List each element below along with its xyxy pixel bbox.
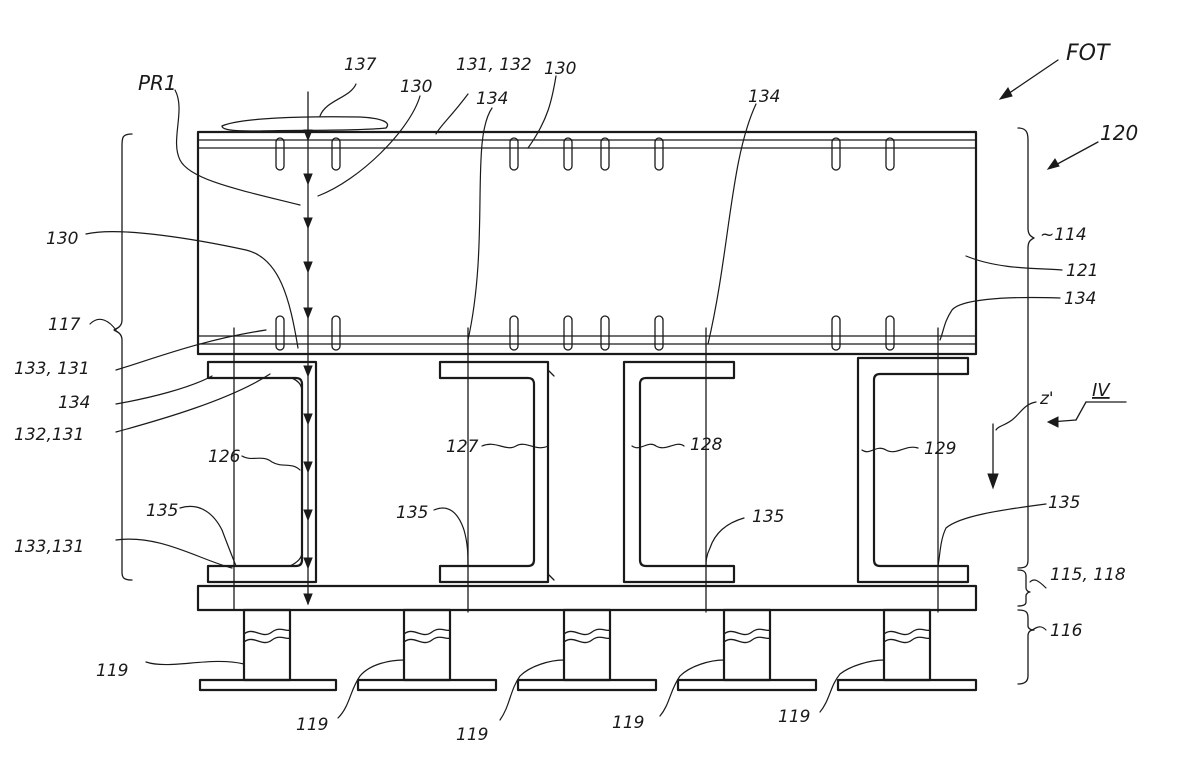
fot-arrow [998,59,1059,100]
label-120: 120 [1100,121,1138,145]
label-117: 117 [48,315,81,335]
c-profile-127 [438,360,555,584]
label-119-d: 119 [612,713,644,733]
label-135-a: 135 [146,501,178,521]
z-arrow [987,423,999,490]
leg-1 [198,608,338,692]
label-135-c: 135 [752,507,784,527]
label-114: ~114 [1040,225,1087,245]
label-134-top-right: 134 [748,87,780,107]
legs [198,608,978,692]
label-121: 121 [1066,261,1098,281]
arrow-120 [1046,141,1099,170]
pr1-line [303,91,313,606]
label-119-e: 119 [778,707,810,727]
label-135-b: 135 [396,503,428,523]
label-126: 126 [208,447,241,467]
label-134-top: 134 [476,89,508,109]
label-pr1: PR1 [138,71,177,95]
label-133-131-a: 133, 131 [14,359,90,379]
leg-4 [676,608,818,692]
labels: FOT 120 PR1 137 130 131, 132 134 130 134… [14,41,1138,745]
label-135-d: 135 [1048,493,1080,513]
label-133-131-b: 133,131 [14,537,84,557]
c-profile-129 [856,356,970,584]
label-fot: FOT [1066,41,1111,66]
label-116: 116 [1050,621,1083,641]
label-115-118: 115, 118 [1050,565,1126,585]
base-plate [196,584,978,612]
label-iv: IV [1092,380,1111,401]
reference-lines [233,327,939,613]
label-130-top-b: 130 [544,59,576,79]
top-slots [275,137,895,171]
leg-3 [516,608,658,692]
label-134-right: 134 [1064,289,1096,309]
label-134-left: 134 [58,393,90,413]
leader-lines [85,75,1063,721]
label-137: 137 [344,55,377,75]
label-129: 129 [924,439,956,459]
label-z: z' [1039,389,1054,409]
label-119-b: 119 [296,715,328,735]
label-130-left: 130 [46,229,78,249]
section-mark-iv [1046,401,1127,428]
label-119-c: 119 [456,725,488,745]
leg-2 [356,608,498,692]
c-profile-128 [622,360,736,584]
label-132-131: 132,131 [14,425,84,445]
label-130-top-a: 130 [400,77,432,97]
top-beam [196,116,978,356]
bottom-slots [275,315,895,351]
label-128: 128 [690,435,723,455]
label-127: 127 [446,437,479,457]
label-119-a: 119 [96,661,128,681]
leg-5 [836,608,978,692]
brackets [113,127,1035,685]
label-131-132: 131, 132 [456,55,532,75]
c-profile-126 [206,360,318,584]
